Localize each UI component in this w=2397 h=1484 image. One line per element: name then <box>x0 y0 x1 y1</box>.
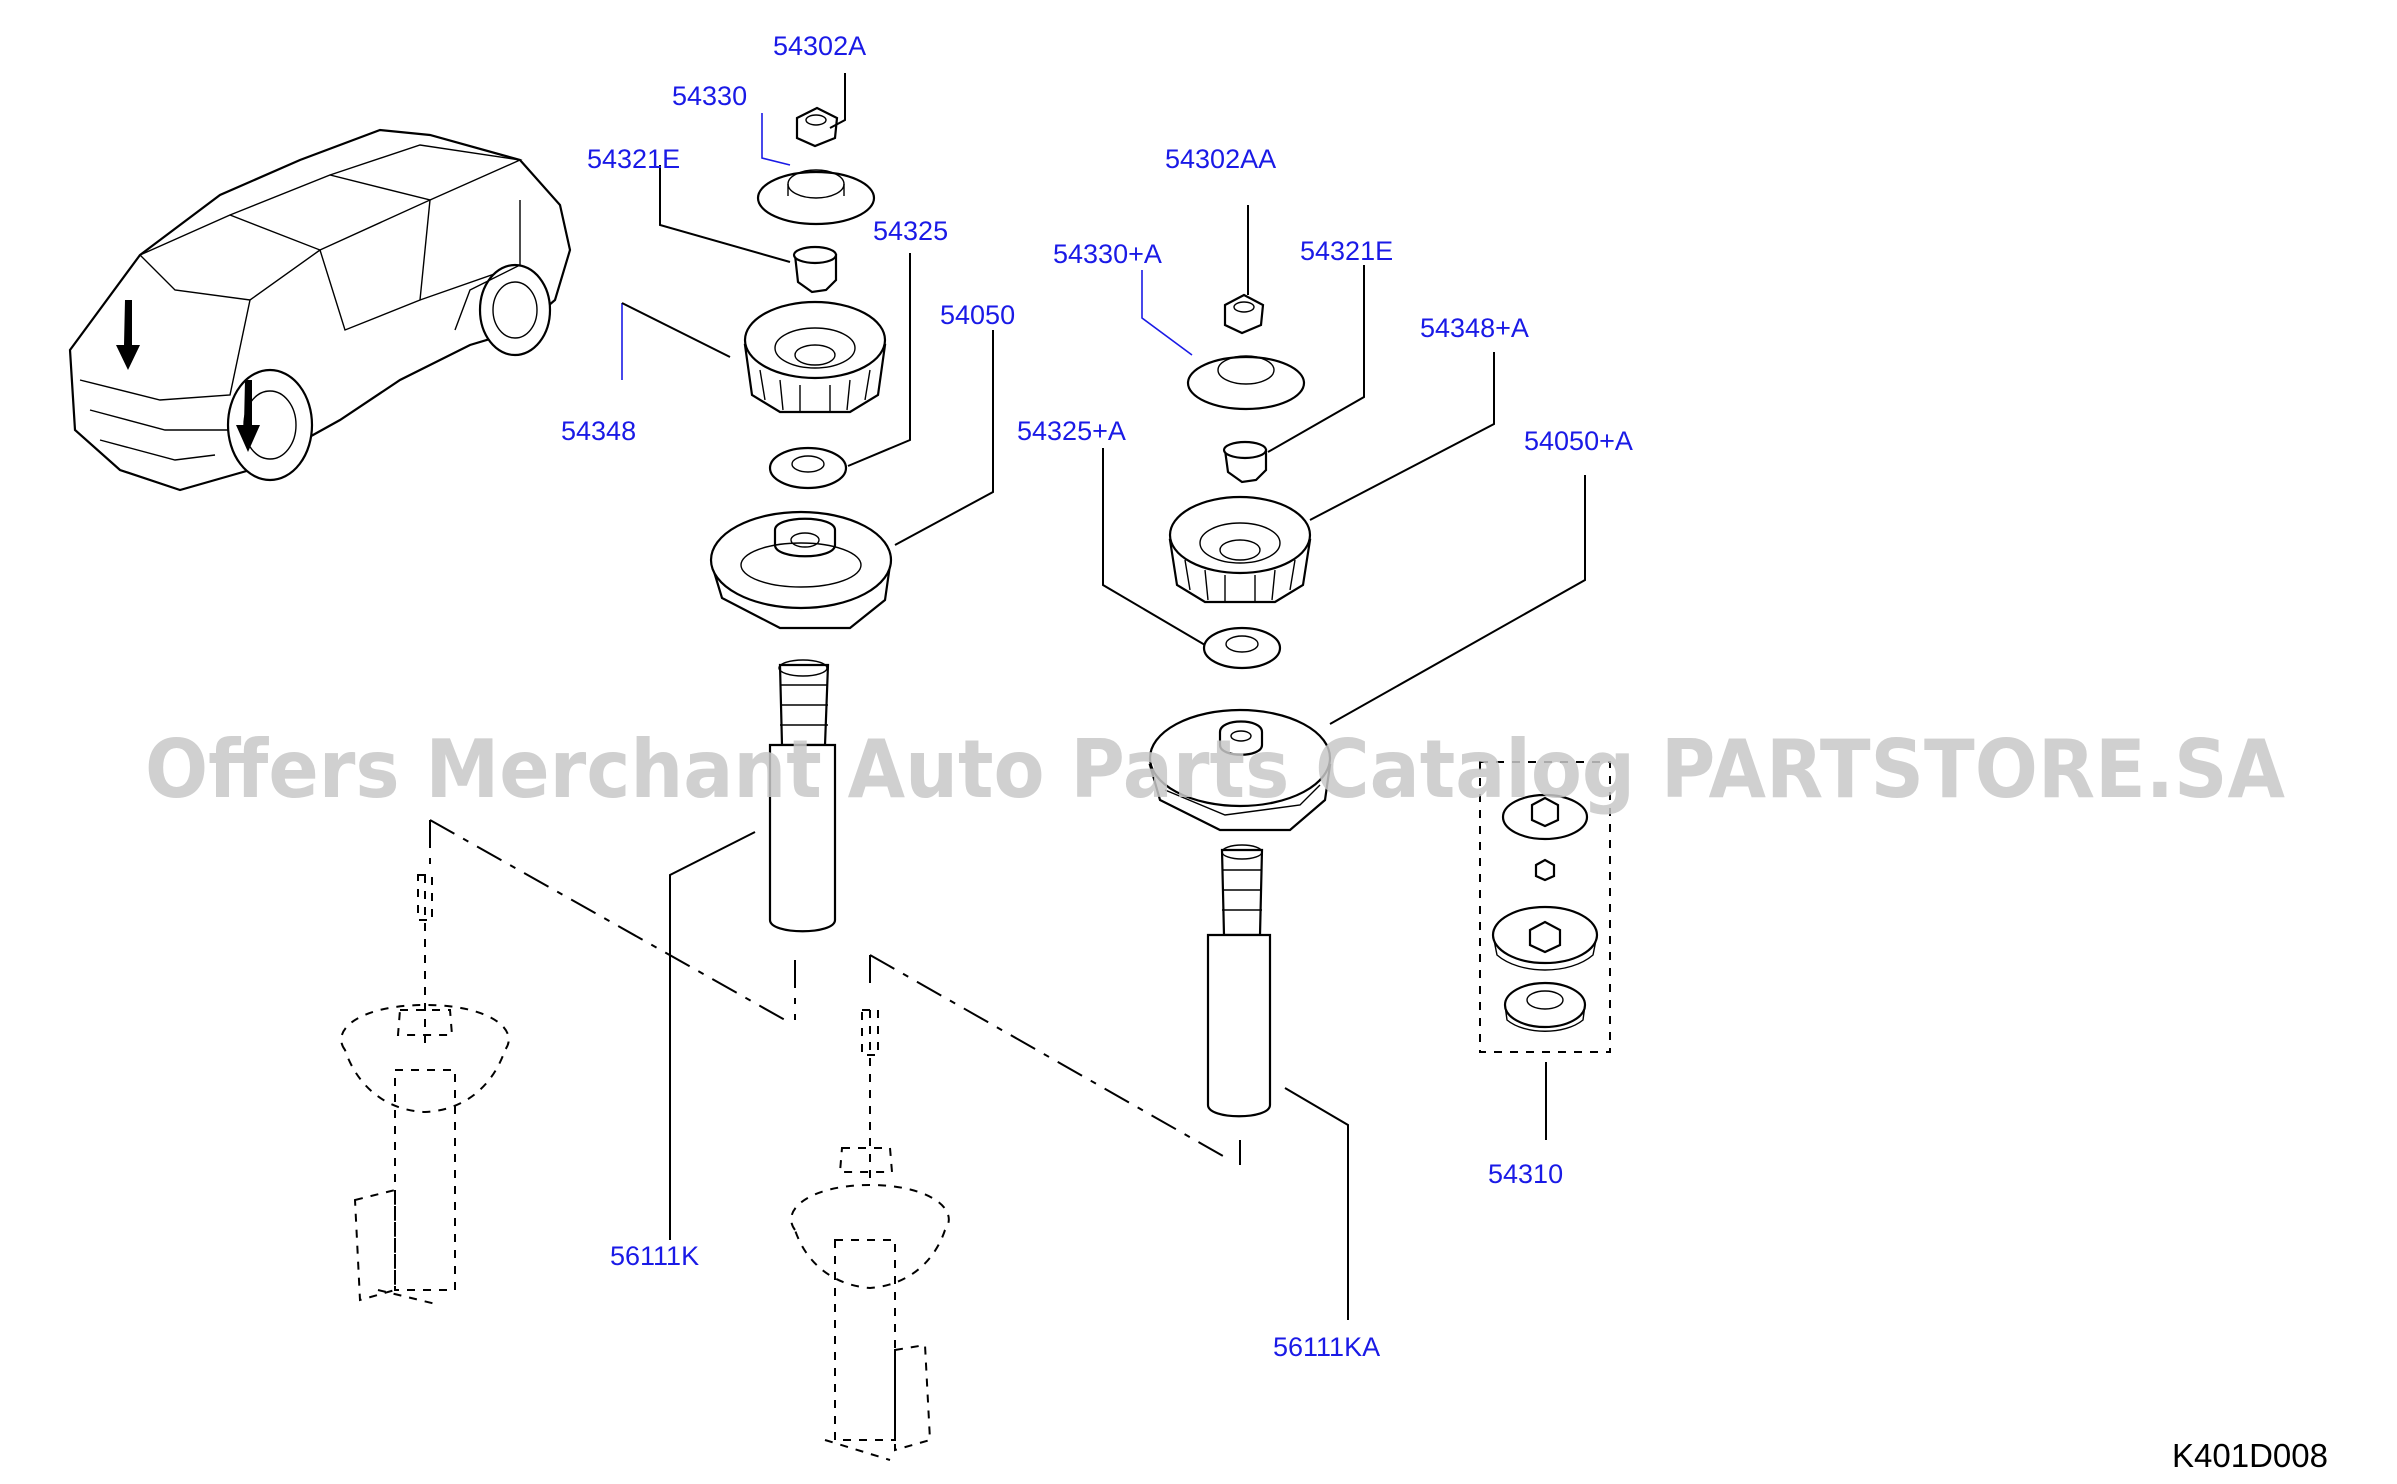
nut-54302AA[interactable] <box>1223 293 1265 335</box>
bushing-54321E[interactable] <box>792 245 838 294</box>
right-mount-assembly <box>1148 293 1332 1118</box>
left-mount-assembly <box>709 106 893 933</box>
mount-54348A[interactable] <box>1168 495 1312 604</box>
label-54321E-right[interactable]: 54321E <box>1300 236 1393 266</box>
label-56111K[interactable]: 56111K <box>610 1241 699 1271</box>
mount-54348[interactable] <box>743 300 887 414</box>
label-54348[interactable]: 54348 <box>561 416 636 446</box>
label-54325[interactable]: 54325 <box>873 216 948 246</box>
strut-right[interactable] <box>790 1009 950 1461</box>
bearing-54325A[interactable] <box>1202 626 1282 670</box>
nut-54302A[interactable] <box>795 106 839 148</box>
seat-54050[interactable] <box>709 510 893 630</box>
kit-54310[interactable] <box>1479 761 1611 1053</box>
diagram-code: K401D008 <box>2172 1437 2328 1474</box>
bearing-54325[interactable] <box>768 446 848 490</box>
label-54310[interactable]: 54310 <box>1488 1159 1563 1189</box>
label-54050A[interactable]: 54050+A <box>1524 426 1633 456</box>
label-56111KA[interactable]: 56111KA <box>1273 1332 1380 1362</box>
strut-left[interactable] <box>340 874 510 1306</box>
label-54050[interactable]: 54050 <box>940 300 1015 330</box>
watermark-text: Offers Merchant Auto Parts Catalog PARTS… <box>145 723 2285 816</box>
label-54330[interactable]: 54330 <box>672 81 747 111</box>
boot-56111KA[interactable] <box>1206 844 1272 1118</box>
bushing-54321E-right[interactable] <box>1222 440 1268 484</box>
label-54330A[interactable]: 54330+A <box>1053 239 1162 269</box>
label-54302A[interactable]: 54302A <box>773 31 866 61</box>
label-54325A[interactable]: 54325+A <box>1017 416 1126 446</box>
label-54348A[interactable]: 54348+A <box>1420 313 1529 343</box>
boot-56111K[interactable] <box>768 659 837 933</box>
label-54302AA[interactable]: 54302AA <box>1165 144 1276 174</box>
washer-54330[interactable] <box>756 169 876 226</box>
leader-lines <box>621 73 1586 1320</box>
washer-54330A[interactable] <box>1186 355 1306 411</box>
vehicle-illustration <box>68 128 572 492</box>
seat-54050A[interactable] <box>1148 708 1332 832</box>
label-54321E-left[interactable]: 54321E <box>587 144 680 174</box>
